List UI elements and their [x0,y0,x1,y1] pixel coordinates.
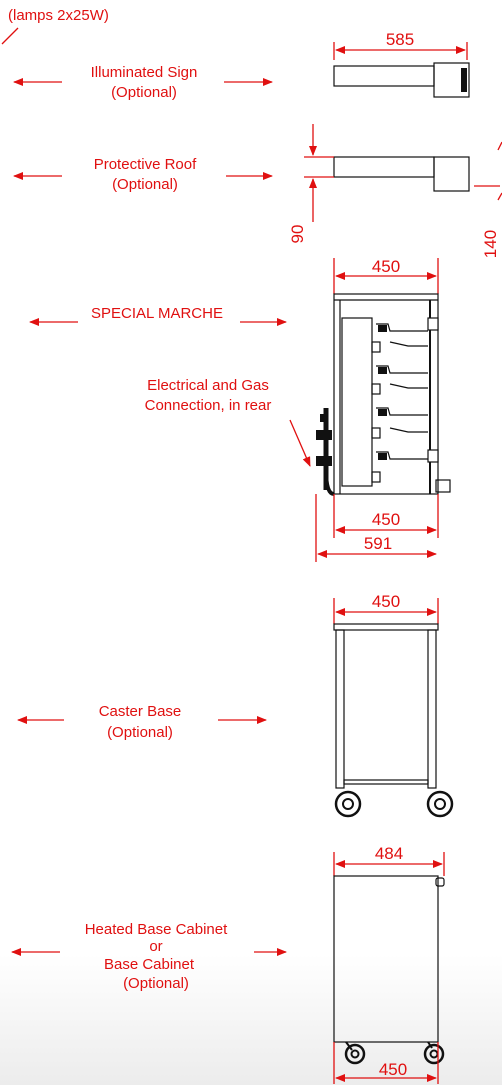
sign-lamp [461,68,467,92]
marche-depth-dim: 591 [364,534,392,553]
marche-hinge-bottom [427,449,439,463]
roof-height-dim: 90 [288,225,307,244]
caster-wheel-left [334,790,362,818]
connection-label-line1: Electrical and Gas [147,377,269,394]
cabinet-label-line1: Heated Base Cabinet [85,921,228,938]
marche-label: SPECIAL MARCHE [91,305,223,322]
caster-leg-left [335,629,345,789]
marche-rack-4 [371,451,428,483]
illuminated-sign-section: Illuminated Sign (Optional) 585 [13,30,470,101]
connection-leader [289,419,311,467]
roof-head [433,156,470,192]
cabinet-wheel-left [344,1041,366,1065]
roof-height-dim-right: 140 [481,230,500,258]
special-marche-section: SPECIAL MARCHE 450 [29,257,451,562]
marche-base-dim: 450 [372,510,400,529]
marche-rack-2 [371,365,428,395]
cabinet-body [333,875,439,1043]
sign-head [433,62,470,98]
roof-optional-label: (Optional) [112,176,178,193]
cabinet-handle [435,877,445,887]
roof-body [333,156,435,178]
caster-leg-right [427,629,437,789]
caster-shelf [343,779,429,785]
note-leader [1,27,19,45]
sign-optional-label: (Optional) [111,84,177,101]
marche-hinge-top [427,317,439,331]
roof-label: Protective Roof [94,156,197,173]
cabinet-bottom-dim: 450 [379,1060,407,1079]
caster-base-section: Caster Base (Optional) 450 [17,592,454,818]
marche-rack-3 [371,407,428,439]
protective-roof-section: Protective Roof (Optional) 90 140 [13,124,502,258]
roof-dim-arrow-right-top [497,141,502,151]
lamps-note: (lamps 2x25W) [8,7,109,24]
sign-label: Illuminated Sign [91,64,198,81]
marche-top-dim: 450 [372,257,400,276]
caster-width-dim: 450 [372,592,400,611]
sign-width-dim: 585 [386,30,414,49]
caster-label: Caster Base [99,703,182,720]
connection-label-line2: Connection, in rear [145,397,272,414]
cabinet-wheel-right [423,1041,445,1065]
cabinet-top-dim: 484 [375,844,403,863]
sign-body [333,65,435,87]
base-cabinet-section: Heated Base Cabinet or Base Cabinet (Opt… [11,844,445,1084]
marche-rack-1 [371,323,428,353]
cabinet-label-line4: (Optional) [123,975,189,992]
marche-oven-panel [341,317,373,487]
marche-body [333,293,439,495]
gas-pipe-connection [316,408,335,496]
cabinet-label-line2: or [149,938,162,955]
caster-wheel-right [426,790,454,818]
caster-optional-label: (Optional) [107,724,173,741]
header-note: (lamps 2x25W) [1,7,109,45]
marche-foot-bracket [435,479,451,493]
roof-dim-arrow-right-bottom [497,192,502,201]
cabinet-label-line3: Base Cabinet [104,956,195,973]
caster-top-plate [333,623,439,631]
